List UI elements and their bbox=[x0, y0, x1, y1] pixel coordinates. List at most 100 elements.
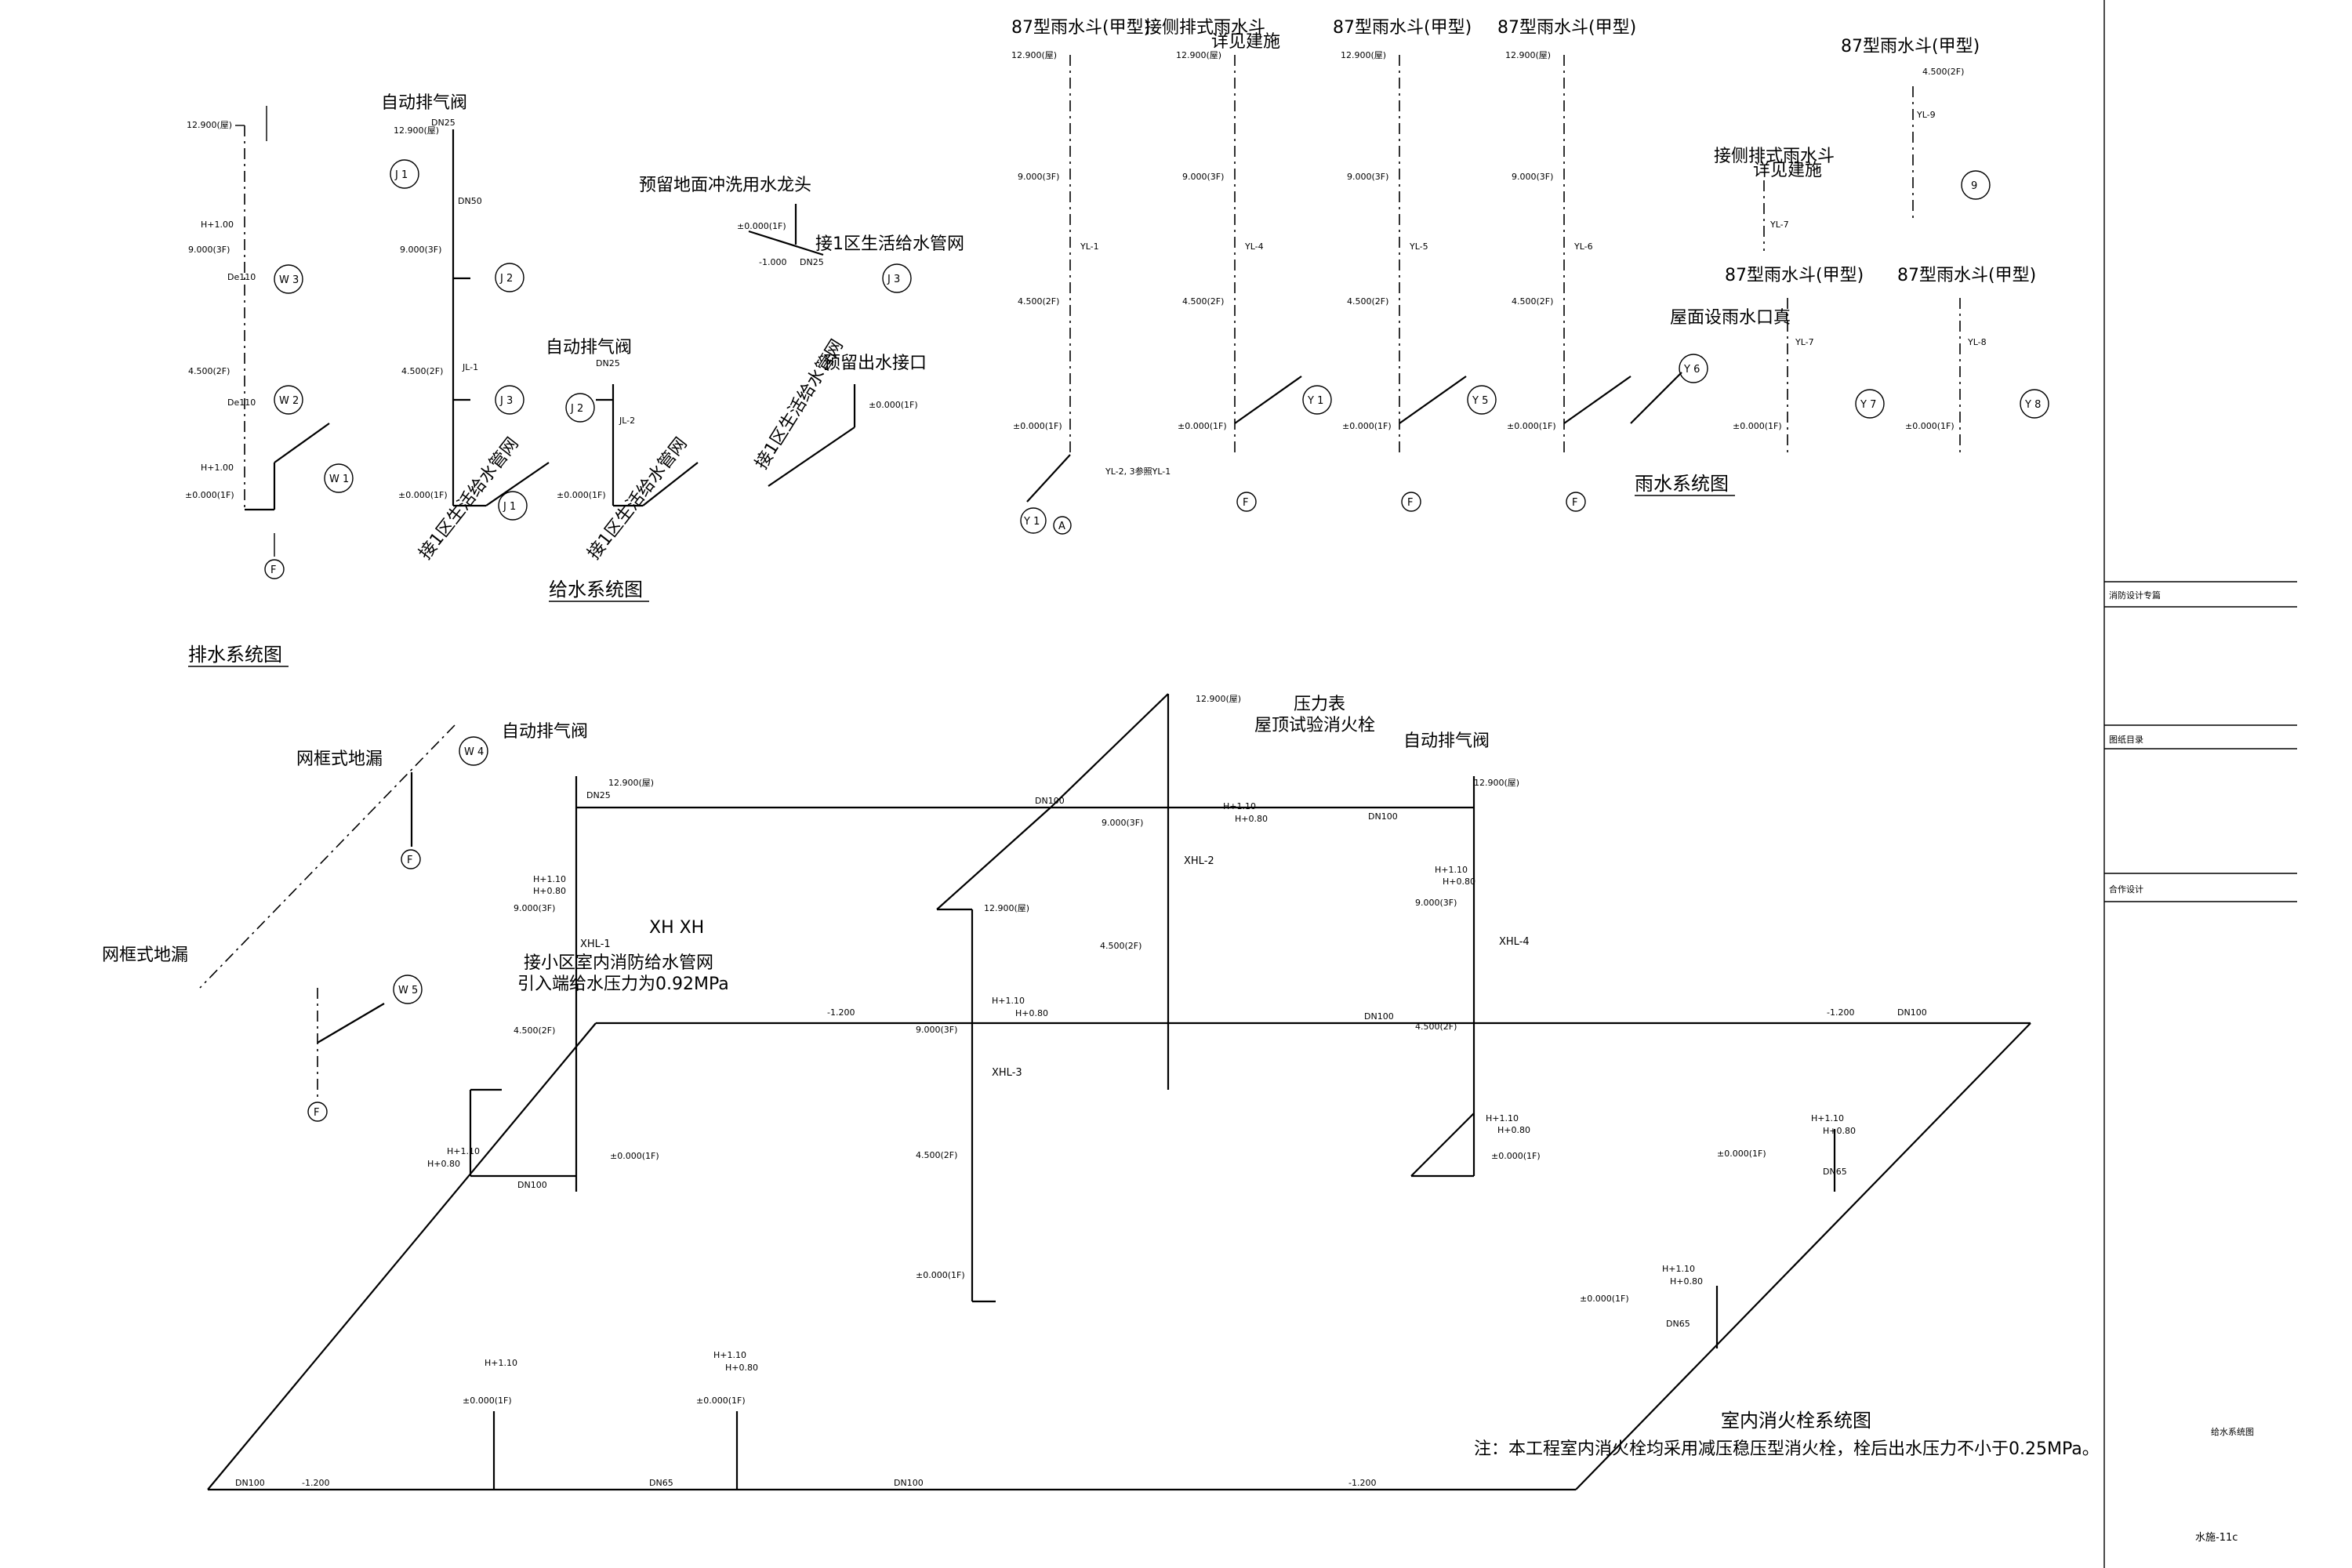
fire-dn100-a: DN100 bbox=[1035, 796, 1065, 806]
outlet-level-1f: ±0.000(1F) bbox=[869, 400, 918, 410]
xh-label: XH XH bbox=[649, 918, 704, 938]
fire-h110-i: H+1.10 bbox=[485, 1358, 517, 1368]
jl1-dn25: DN25 bbox=[431, 118, 456, 128]
rain-yl1-level-3f: 9.000(3F) bbox=[1018, 172, 1059, 182]
floor-drain-axis-f-a: F bbox=[407, 855, 412, 866]
fire-level-roof-a: 12.900(屋) bbox=[608, 778, 654, 788]
fire-h080-j: H+0.80 bbox=[725, 1363, 758, 1373]
rain-yl6-level-3f: 9.000(3F) bbox=[1512, 172, 1553, 182]
rain-symbol-y1-a: Y 1 bbox=[1023, 516, 1040, 528]
drain-axis-f: F bbox=[270, 564, 276, 576]
fire-h080-b: H+0.80 bbox=[427, 1159, 460, 1169]
fire-title: 室内消火栓系统图 bbox=[1721, 1410, 1871, 1432]
rain-yl7-level-1f: ±0.000(1F) bbox=[1733, 421, 1782, 431]
roof-test-hydrant-label: 屋顶试验消火栓 bbox=[1254, 716, 1375, 735]
rain-yl5-level-3f: 9.000(3F) bbox=[1347, 172, 1388, 182]
fire-level-3f-d: 9.000(3F) bbox=[916, 1025, 957, 1035]
rain-yl1-level-2f: 4.500(2F) bbox=[1018, 296, 1059, 307]
drain-de110-a: De110 bbox=[227, 272, 256, 282]
fire-auto-vent-b: 自动排气阀 bbox=[1403, 731, 1490, 751]
titleblock-row2: 图纸目录 bbox=[2109, 735, 2143, 745]
title-block: 消防设计专篇 图纸目录 合作设计 给水系统图 水施-11c bbox=[2103, 0, 2297, 1568]
fire-level-1f-f: ±0.000(1F) bbox=[1580, 1294, 1629, 1304]
net-floor-drain-label-b: 网框式地漏 bbox=[102, 946, 188, 965]
jl1-dn50: DN50 bbox=[458, 196, 482, 206]
rain-yl5-level-roof: 12.900(屋) bbox=[1341, 50, 1386, 60]
fire-h110-b: H+1.10 bbox=[447, 1146, 480, 1156]
rain-yl4-level-2f: 4.500(2F) bbox=[1182, 296, 1224, 307]
auto-vent-label-b: 自动排气阀 bbox=[546, 338, 632, 358]
fire-dn100-e: DN100 bbox=[894, 1478, 924, 1488]
jl1-symbol-3f: J 2 bbox=[499, 273, 513, 285]
see-arch-label-b: 详见建施 bbox=[1753, 161, 1822, 180]
fire-level-1f-g: ±0.000(1F) bbox=[1717, 1149, 1766, 1159]
fire-riser-xhl3: XHL-3 bbox=[992, 1067, 1022, 1079]
drain-level-3f: 9.000(3F) bbox=[188, 245, 230, 255]
rain-yl7-label-b: YL-7 bbox=[1795, 337, 1814, 347]
fire-h080-d: H+0.80 bbox=[1015, 1008, 1048, 1018]
roof-outlet-label: 屋面设雨水口真 bbox=[1670, 308, 1791, 328]
fire-h080-e: H+0.80 bbox=[1443, 877, 1475, 887]
fire-level-roof-b: 12.900(屋) bbox=[1474, 778, 1519, 788]
faucet-symbol-j3: J 3 bbox=[887, 274, 900, 285]
rain-yl23-note: YL-2, 3参照YL-1 bbox=[1105, 466, 1171, 477]
jl1-level-1f: ±0.000(1F) bbox=[398, 490, 448, 500]
titleblock-sheet-name: 给水系统图 bbox=[2211, 1427, 2254, 1437]
fire-level-2f-c: 4.500(2F) bbox=[1415, 1022, 1457, 1032]
faucet-branch: 预留地面冲洗用水龙头 ±0.000(1F) -1.000 DN25 接1区生活给… bbox=[639, 176, 964, 293]
pressure-gauge-label: 压力表 bbox=[1294, 695, 1345, 714]
rain-yl9-level-2f: 4.500(2F) bbox=[1922, 67, 1964, 77]
rainwater-right-group: 87型雨水斗(甲型) 4.500(2F) YL-9 9 接侧排式雨水斗 详见建施… bbox=[1635, 37, 2049, 496]
fire-h110-a: H+1.10 bbox=[533, 874, 566, 884]
rain-symbol-y8: Y 8 bbox=[2024, 399, 2041, 411]
auto-vent-label-a: 自动排气阀 bbox=[381, 93, 467, 113]
fire-auto-vent-a: 自动排气阀 bbox=[502, 722, 588, 742]
rain-yl6-level-roof: 12.900(屋) bbox=[1505, 50, 1551, 60]
side-drain-label-a: 接侧排式雨水斗 bbox=[1145, 18, 1265, 38]
inlet-pressure-label: 引入端给水压力为0.92MPa bbox=[517, 975, 729, 994]
faucet-level-1f: ±0.000(1F) bbox=[737, 221, 786, 231]
fire-level-1f-c: ±0.000(1F) bbox=[916, 1270, 965, 1280]
rain-label-87-e: 87型雨水斗(甲型) bbox=[1725, 266, 1864, 285]
fire-dn65-a: DN65 bbox=[1823, 1167, 1847, 1177]
fire-h080-c: H+0.80 bbox=[1235, 814, 1268, 824]
side-drain-label-b: 接侧排式雨水斗 bbox=[1714, 147, 1835, 166]
drainage-riser-1: 12.900(屋) 9.000(3F) 4.500(2F) ±0.000(1F)… bbox=[185, 106, 354, 579]
fire-h080-h: H+0.80 bbox=[1670, 1276, 1703, 1287]
see-arch-label-a: 详见建施 bbox=[1211, 32, 1280, 52]
rain-yl4-level-3f: 9.000(3F) bbox=[1182, 172, 1224, 182]
rain-axis-f-c: F bbox=[1572, 497, 1577, 509]
fire-level-m1200-b: -1.200 bbox=[1827, 1007, 1854, 1018]
rain-label-87-d: 87型雨水斗(甲型) bbox=[1841, 37, 1980, 56]
drain-level-2f: 4.500(2F) bbox=[188, 366, 230, 376]
rain-label-87-c: 87型雨水斗(甲型) bbox=[1497, 18, 1636, 38]
jl2-level-1f: ±0.000(1F) bbox=[557, 490, 606, 500]
reserved-outlet-label: 预留出水接口 bbox=[823, 354, 927, 373]
fire-h080-a: H+0.80 bbox=[533, 886, 566, 896]
rain-yl1-label: YL-1 bbox=[1080, 241, 1099, 252]
titleblock-row3: 合作设计 bbox=[2109, 884, 2143, 895]
fire-h110-j: H+1.10 bbox=[713, 1350, 746, 1360]
water-supply-riser-jl2: 自动排气阀 DN25 ±0.000(1F) JL-2 J 2 接1区生活给水管网 bbox=[546, 338, 699, 564]
fire-dn100-d: DN100 bbox=[235, 1478, 265, 1488]
fire-level-2f-d: 4.500(2F) bbox=[916, 1150, 957, 1160]
rainwater-title: 雨水系统图 bbox=[1635, 473, 1729, 495]
floor-drain-axis-f-b: F bbox=[314, 1107, 319, 1119]
rain-yl8-label: YL-8 bbox=[1967, 337, 1987, 347]
reserved-outlet-branch: 预留出水接口 ±0.000(1F) 接1区生活给水管网 bbox=[752, 336, 927, 487]
fire-note: 注：本工程室内消火栓均采用减压稳压型消火栓，栓后出水压力不小于0.25MPa。 bbox=[1474, 1439, 2100, 1459]
rain-symbol-y1-b: Y 1 bbox=[1307, 395, 1323, 407]
rain-symbol-9: 9 bbox=[1971, 180, 1977, 192]
rain-yl1-level-1f: ±0.000(1F) bbox=[1013, 421, 1062, 431]
fire-dn100-b: DN100 bbox=[1368, 811, 1398, 822]
fire-dn100-f: DN100 bbox=[517, 1180, 547, 1190]
fire-hydrant-system: 自动排气阀 自动排气阀 压力表 屋顶试验消火栓 XH XH 接小区室内消防给水管… bbox=[207, 693, 2100, 1491]
drain-level-roof: 12.900(屋) bbox=[187, 120, 232, 130]
drainage-title: 排水系统图 bbox=[188, 644, 282, 666]
net-floor-drain-label-a: 网框式地漏 bbox=[296, 750, 383, 769]
rain-yl7-label-a: YL-7 bbox=[1769, 220, 1789, 230]
rain-axis-f-b: F bbox=[1407, 497, 1413, 509]
rain-yl6-label: YL-6 bbox=[1573, 241, 1593, 252]
fire-dn100-c: DN100 bbox=[1364, 1011, 1394, 1022]
